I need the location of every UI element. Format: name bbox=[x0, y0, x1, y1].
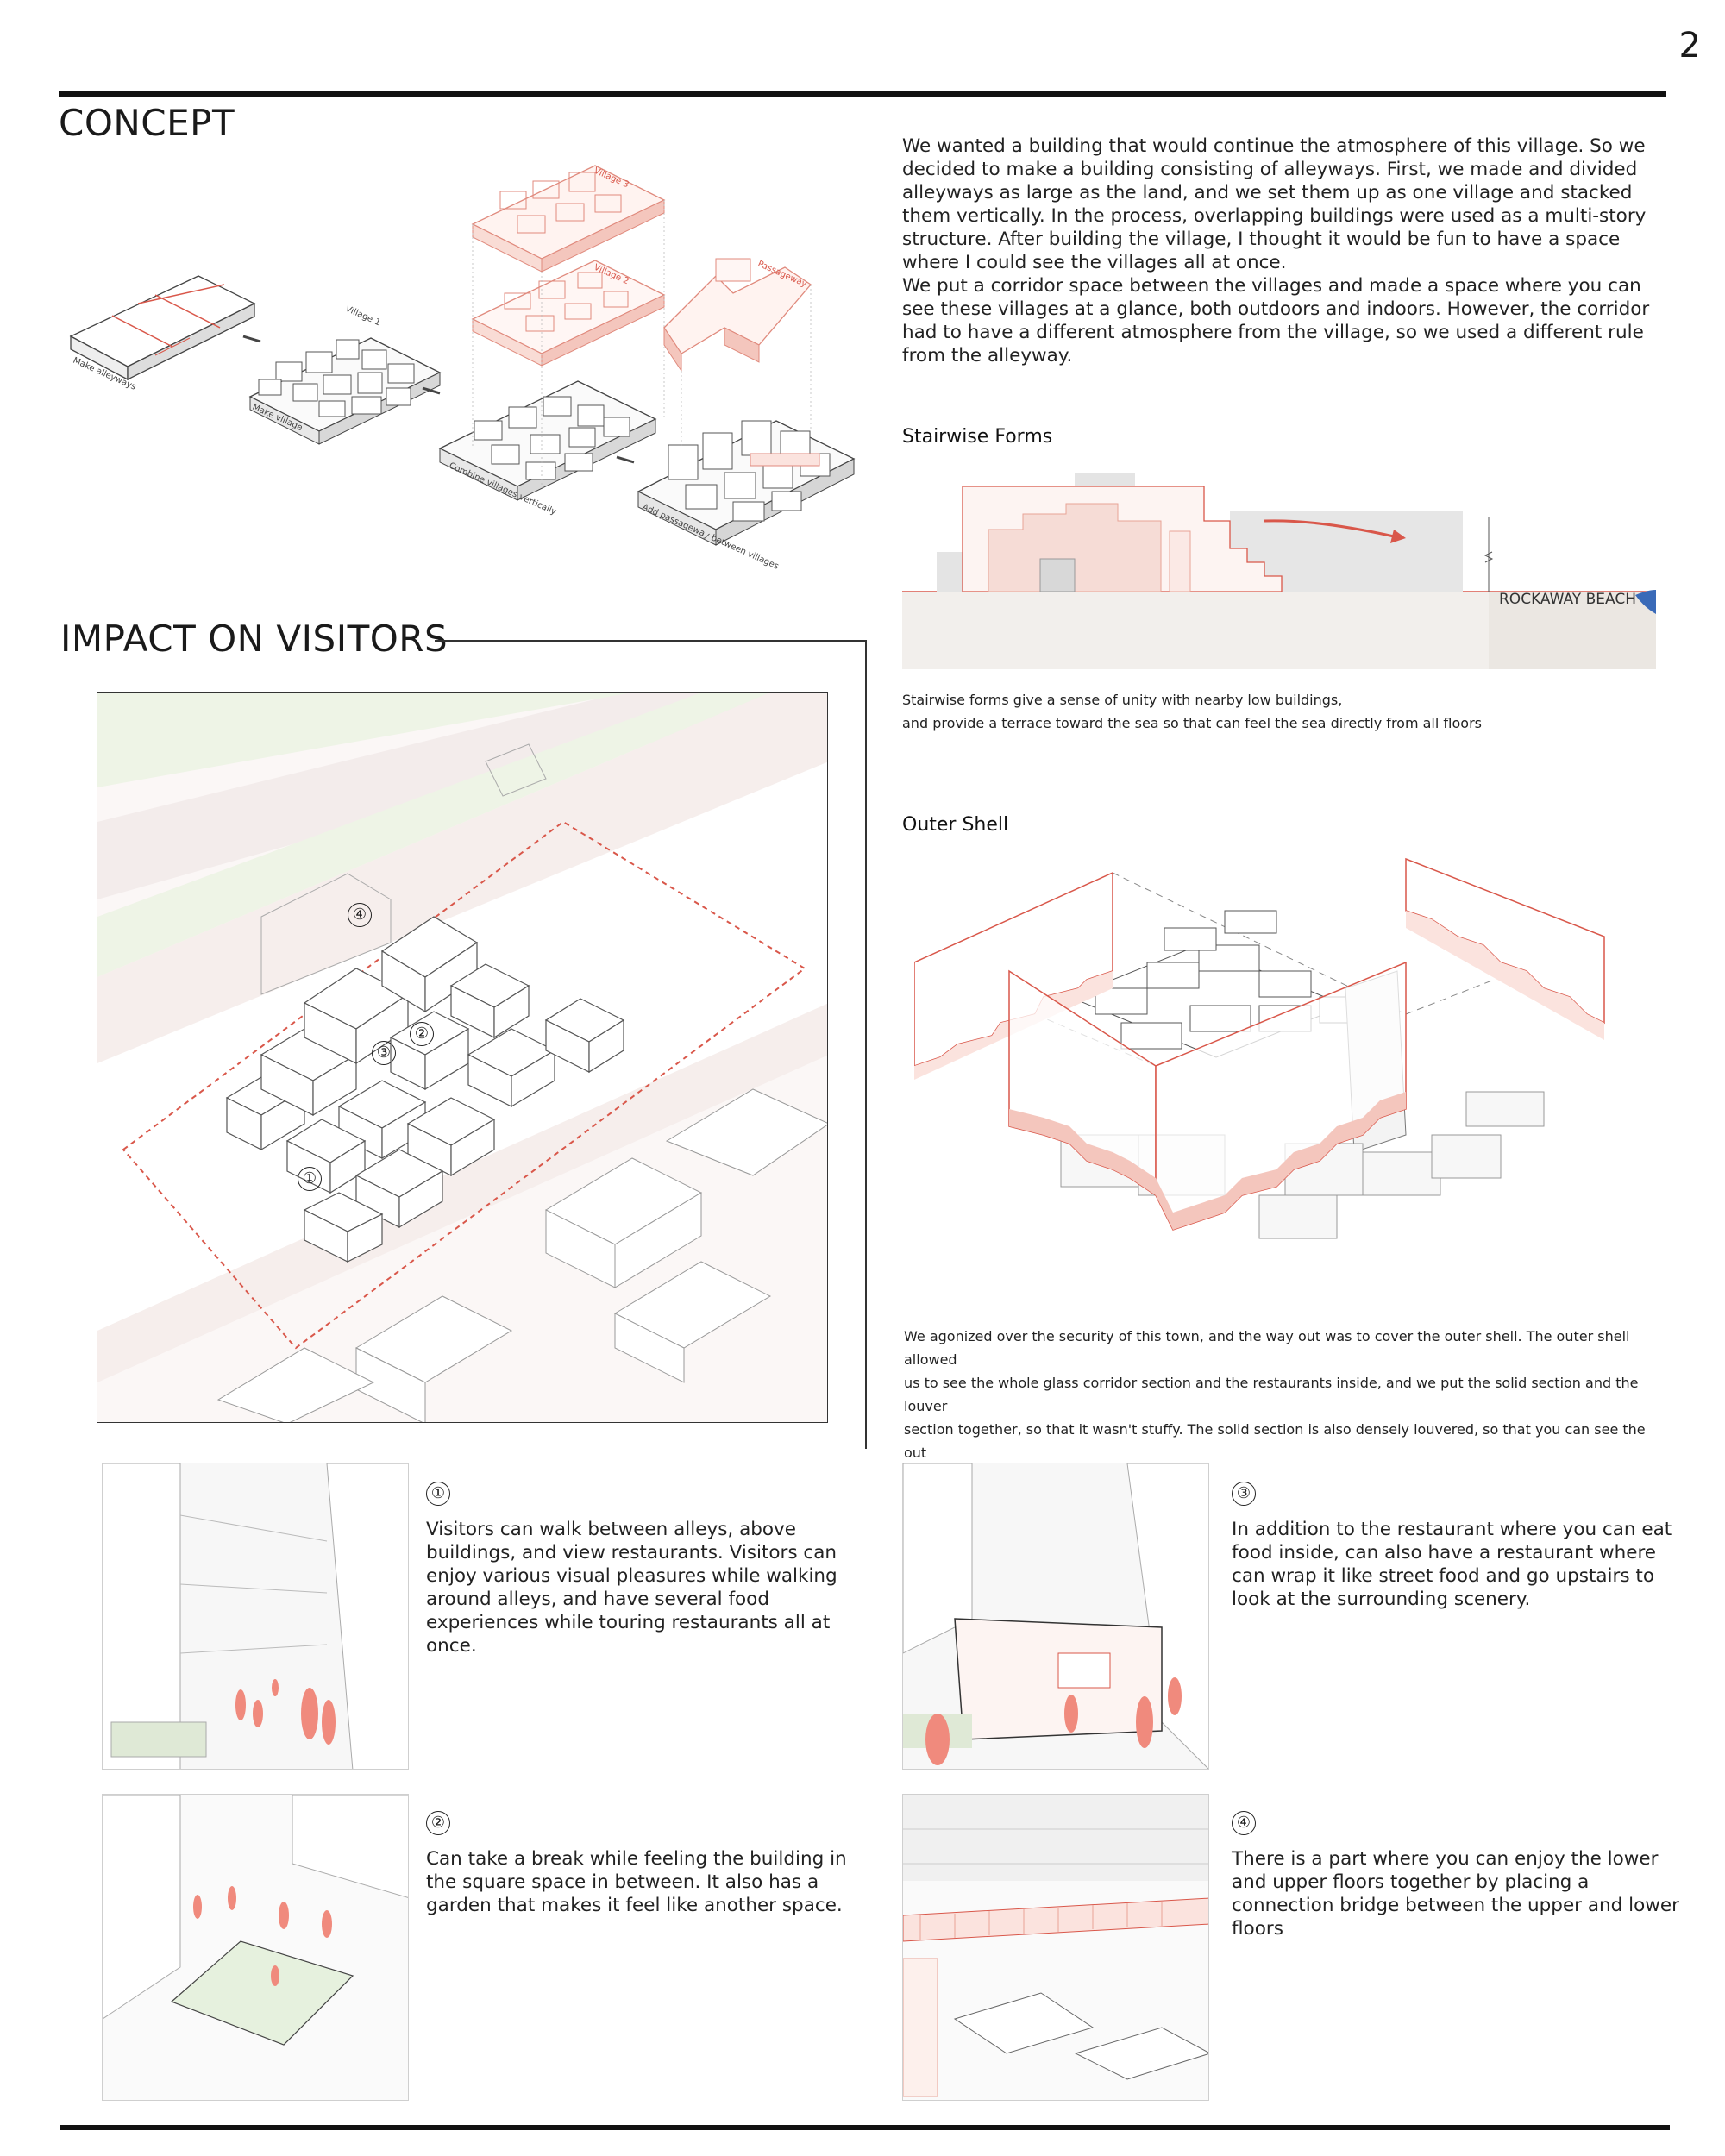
concept-text: We wanted a building that would continue… bbox=[902, 135, 1661, 367]
impact-item-2-text: Can take a break while feeling the build… bbox=[426, 1848, 847, 1916]
village-3-stack bbox=[471, 165, 666, 273]
perspective-4 bbox=[902, 1794, 1209, 2101]
concept-paragraph-1: We wanted a building that would continue… bbox=[902, 135, 1647, 273]
impact-item-3-text: In addition to the restaurant where you … bbox=[1232, 1519, 1672, 1610]
stairwise-caption-line-2: and provide a terrace toward the sea so … bbox=[902, 715, 1482, 731]
outer-shell-caption-line-3: section together, so that it wasn't stuf… bbox=[904, 1421, 1646, 1461]
stairwise-section: ROCKAWAY BEACH bbox=[902, 473, 1656, 669]
impact-item-1-number: ① bbox=[426, 1482, 450, 1506]
label-village-1: Village 1 bbox=[344, 304, 382, 329]
beach-label: ROCKAWAY BEACH bbox=[1499, 591, 1636, 608]
bottom-rule bbox=[60, 2125, 1670, 2130]
alleyway-slab bbox=[69, 275, 256, 381]
map-marker-3[interactable]: ③ bbox=[372, 1041, 396, 1065]
perspective-3-drawing bbox=[903, 1463, 1208, 1769]
impact-item-1: ① Visitors can walk between alleys, abov… bbox=[426, 1482, 875, 1658]
impact-item-4: ④ There is a part where you can enjoy th… bbox=[1232, 1811, 1680, 1940]
page-number: 2 bbox=[1678, 26, 1701, 66]
impact-item-4-number: ④ bbox=[1232, 1811, 1256, 1835]
impact-item-4-text: There is a part where you can enjoy the … bbox=[1232, 1848, 1679, 1940]
outer-shell-caption-line-2: us to see the whole glass corridor secti… bbox=[904, 1375, 1639, 1414]
passageway-block bbox=[663, 258, 812, 373]
village-2-stack bbox=[471, 260, 666, 367]
impact-item-2-number: ② bbox=[426, 1811, 450, 1835]
impact-heading: IMPACT ON VISITORS bbox=[60, 617, 448, 660]
outer-shell-caption: We agonized over the security of this to… bbox=[904, 1325, 1663, 1488]
top-rule bbox=[59, 91, 1666, 97]
perspective-3 bbox=[902, 1463, 1209, 1770]
impact-item-2: ② Can take a break while feeling the bui… bbox=[426, 1811, 875, 1917]
village-1-block bbox=[248, 337, 442, 445]
village-1-stack bbox=[438, 380, 657, 501]
final-building bbox=[637, 420, 856, 546]
map-marker-4[interactable]: ④ bbox=[348, 903, 372, 927]
concept-paragraph-2: We put a corridor space between the vill… bbox=[902, 275, 1650, 367]
stairwise-caption: Stairwise forms give a sense of unity wi… bbox=[902, 688, 1661, 735]
site-map-drawing bbox=[97, 693, 827, 1422]
perspective-2-drawing bbox=[103, 1795, 408, 2100]
perspective-2 bbox=[102, 1794, 409, 2101]
stairwise-title: Stairwise Forms bbox=[902, 426, 1053, 448]
map-marker-1[interactable]: ① bbox=[298, 1167, 322, 1191]
perspective-1-drawing bbox=[103, 1463, 408, 1769]
impact-bracket-vertical bbox=[865, 640, 867, 1449]
impact-item-3-number: ③ bbox=[1232, 1482, 1256, 1506]
impact-bracket-horizontal bbox=[435, 640, 866, 642]
perspective-4-drawing bbox=[903, 1795, 1208, 2100]
site-map: ① ② ③ ④ bbox=[97, 692, 828, 1423]
outer-shell-title: Outer Shell bbox=[902, 814, 1009, 836]
concept-diagram: Make alleyways Make village Combine vill… bbox=[69, 165, 856, 572]
map-marker-2[interactable]: ② bbox=[410, 1022, 434, 1046]
outer-shell-diagram bbox=[914, 857, 1605, 1239]
perspective-1 bbox=[102, 1463, 409, 1770]
stairwise-caption-line-1: Stairwise forms give a sense of unity wi… bbox=[902, 692, 1343, 708]
impact-item-3: ③ In addition to the restaurant where yo… bbox=[1232, 1482, 1680, 1611]
outer-shell-caption-line-1: We agonized over the security of this to… bbox=[904, 1328, 1630, 1368]
impact-item-1-text: Visitors can walk between alleys, above … bbox=[426, 1519, 837, 1657]
concept-heading: CONCEPT bbox=[59, 102, 235, 144]
